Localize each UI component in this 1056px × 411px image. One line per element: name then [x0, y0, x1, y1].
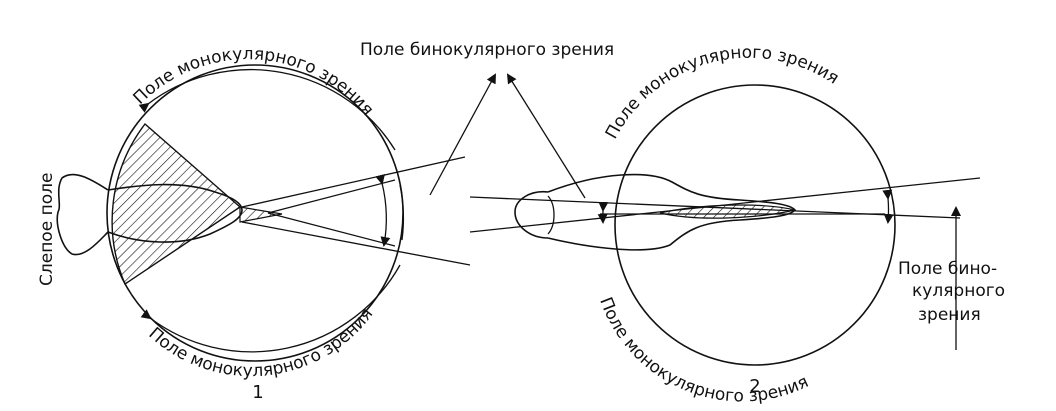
figure-1: Поле монокулярного зрения Поле монокуляр…	[37, 44, 471, 403]
fig1-monocular-arc-bottom	[140, 264, 401, 353]
fig1-binocular-arc	[375, 174, 391, 247]
fig2-arc-right	[882, 189, 894, 224]
fig2-monocular-label-top: Поле монокулярного зрения	[602, 43, 843, 143]
binocular-top-callout: Поле бинокулярного зрения	[360, 40, 614, 199]
fig2-sight-line-b	[469, 177, 981, 233]
binocular-field-label-top: Поле бинокулярного зрения	[360, 40, 614, 60]
binocular-side-label-line1: Поле бино-	[898, 259, 997, 279]
binocular-pointer-right	[506, 73, 586, 199]
binocular-side-label-line3: зрения	[918, 305, 981, 325]
fig1-sight-line-lower	[241, 221, 471, 266]
binocular-pointer-left	[429, 73, 496, 196]
binocular-side-label-line2: кулярного	[912, 281, 1005, 301]
fig2-visual-field-circle	[614, 84, 896, 366]
fig1-monocular-label-top: Поле монокулярного зрения	[130, 44, 378, 120]
fig2-head-front	[514, 190, 549, 239]
fig1-hatched-field	[111, 122, 242, 286]
figure-2-number: 2	[749, 376, 760, 397]
fig1-sight-line-cross-b	[267, 212, 396, 247]
figure-1-number: 1	[252, 382, 263, 403]
figure-2: Поле монокулярного зрения Поле монокуляр…	[469, 43, 1005, 407]
fig1-blind-field-tail	[56, 173, 109, 256]
fig1-outer-binocular-arc	[399, 184, 405, 241]
fig1-sight-line-upper	[241, 156, 466, 208]
fig1-monocular-label-bottom: Поле монокулярного зрения	[145, 304, 378, 381]
blind-field-label: Слепое поле	[37, 173, 57, 286]
fig2-monocular-label-bottom: Поле монокулярного зрения	[595, 295, 811, 407]
fig1-sight-line-cross-a	[267, 179, 396, 214]
fig2-eye-detail	[547, 195, 555, 235]
fig1-head-outline	[107, 183, 243, 243]
fig1-monocular-arc-top	[138, 69, 396, 151]
